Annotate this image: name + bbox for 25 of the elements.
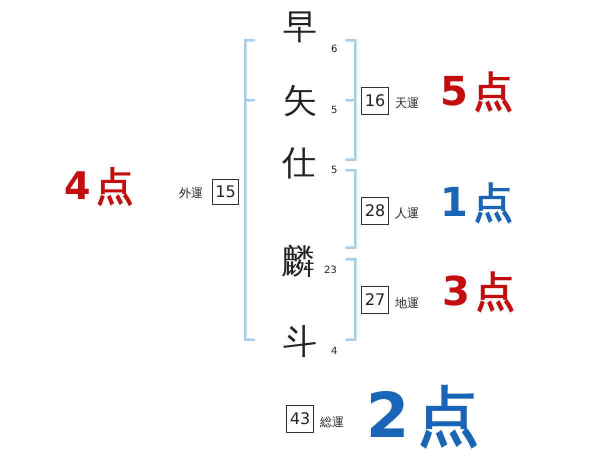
number-box: 16 — [361, 87, 389, 115]
fortune-category-label: 総運 — [320, 416, 344, 428]
fortune-category-label: 外運 — [179, 187, 203, 199]
stroke-count: 5 — [331, 166, 338, 176]
number-box: 27 — [361, 286, 389, 314]
stroke-count: 5 — [331, 106, 338, 116]
fortune-category-label: 天運 — [395, 97, 419, 109]
fortune-category-label: 地運 — [395, 297, 419, 309]
name-character: 早 — [283, 10, 317, 44]
fortune-category-label: 人運 — [395, 207, 419, 219]
score-label: 4点 — [64, 167, 138, 205]
stroke-count: 6 — [331, 45, 338, 55]
stroke-count: 4 — [331, 347, 338, 357]
number-box: 15 — [212, 179, 239, 205]
stroke-count: 23 — [324, 266, 337, 276]
number-box: 43 — [286, 405, 314, 433]
score-label: 2点 — [366, 385, 488, 447]
score-label: 1点 — [440, 183, 518, 223]
score-label: 5点 — [440, 72, 518, 112]
score-label: 3点 — [442, 272, 520, 312]
name-character: 矢 — [283, 84, 317, 118]
number-box: 28 — [361, 197, 389, 225]
name-character: 麟 — [281, 245, 315, 279]
name-character: 斗 — [283, 325, 317, 359]
name-character: 仕 — [282, 146, 316, 180]
